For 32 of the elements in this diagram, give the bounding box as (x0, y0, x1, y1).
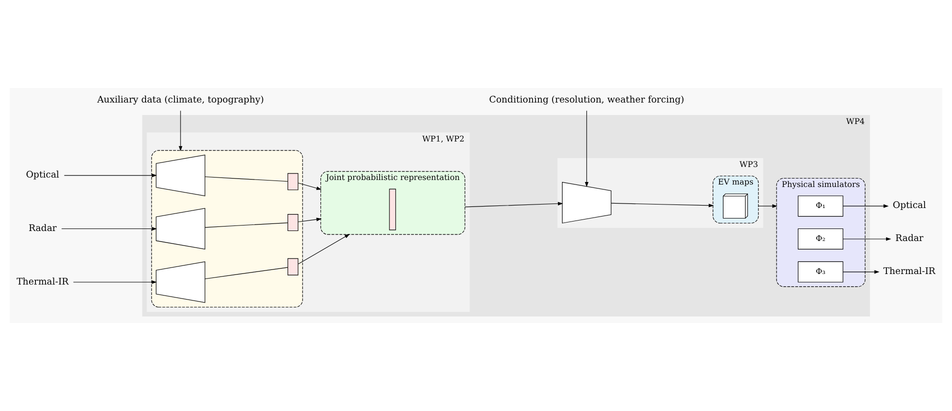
arrow (298, 182, 322, 190)
node-box (288, 173, 298, 190)
node-text: Optical (26, 170, 60, 181)
arrow (73, 280, 157, 284)
node-text: Conditioning (resolution, weather forcing) (489, 96, 684, 106)
connector (204, 267, 288, 280)
node-text: Thermal-IR (883, 267, 936, 278)
arrow (464, 202, 564, 208)
node-trapezoid (156, 208, 206, 250)
connector (204, 222, 288, 228)
arrow (64, 174, 157, 178)
node-text: Radar (895, 234, 924, 244)
connector (204, 176, 288, 182)
arrow (610, 202, 714, 208)
node-bar (389, 188, 396, 230)
node-box (288, 258, 298, 276)
arrow (178, 110, 182, 152)
node-text: Optical (892, 201, 926, 212)
node-text: Auxiliary data (climate, topography) (97, 96, 264, 106)
node-trapezoid (156, 261, 206, 303)
arrow (842, 204, 889, 208)
arrow (298, 234, 350, 264)
node-text: Thermal-IR (16, 277, 69, 288)
node-trapezoid (156, 154, 206, 196)
node-box (288, 214, 298, 232)
arrow (842, 237, 892, 241)
arrow (61, 226, 157, 231)
arrow (758, 204, 778, 208)
node-text: Radar (28, 224, 57, 234)
arrow (298, 218, 322, 222)
arrow (842, 270, 880, 274)
arrow (584, 110, 588, 188)
